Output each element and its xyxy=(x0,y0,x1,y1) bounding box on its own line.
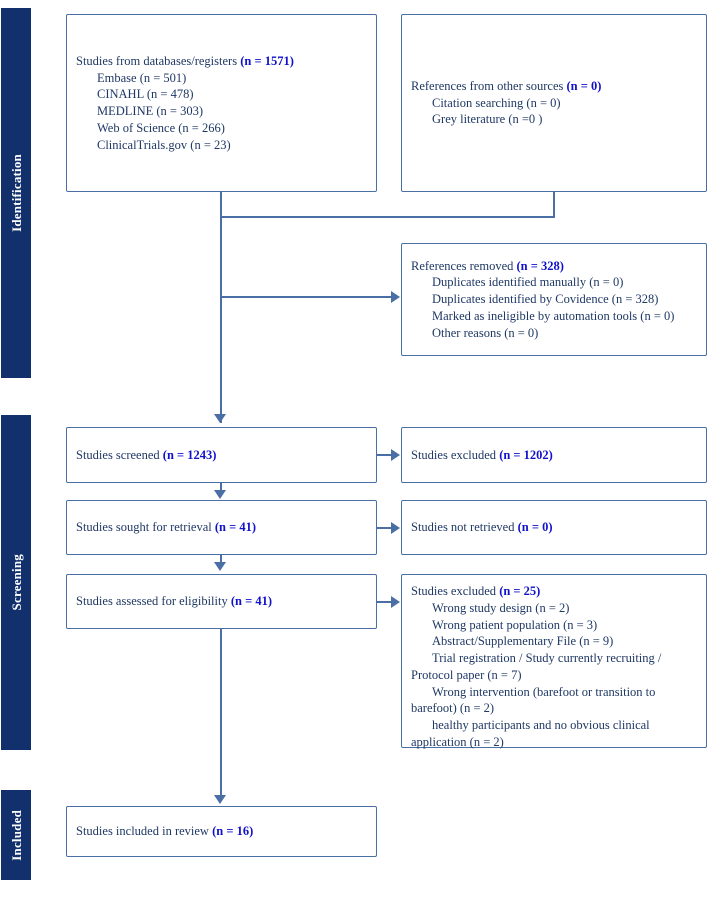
box-sought-heading: Studies sought for retrieval (n = 41) xyxy=(76,519,367,536)
box-screened-count: (n = 1243) xyxy=(162,447,217,462)
connector-other-sources-down xyxy=(553,192,555,218)
stage-label-included: Included xyxy=(8,809,24,861)
arrow-head-to-screened xyxy=(214,414,226,423)
box-excluded-eligibility-heading-text: Studies excluded xyxy=(411,584,500,598)
box-screened-heading: Studies screened (n = 1243) xyxy=(76,447,367,464)
box-excluded-eligibility-sub-4: Wrong intervention (barefoot or transiti… xyxy=(411,684,656,716)
box-databases-sub-1: CINAHL (n = 478) xyxy=(97,87,194,102)
box-databases-sub-0: Embase (n = 501) xyxy=(97,70,187,85)
box-not-retrieved-heading-text: Studies not retrieved xyxy=(411,520,518,535)
box-included-heading-text: Studies included in review xyxy=(76,824,213,839)
box-references-from-other-sources: References from other sources (n = 0) Ci… xyxy=(401,14,707,192)
box-other-sources-heading: References from other sources (n = 0) xyxy=(411,78,697,95)
connector-sought-to-not-retrieved xyxy=(377,527,392,529)
box-other-sources-sub-1: Grey literature (n =0 ) xyxy=(432,112,543,127)
box-removed-heading: References removed (n = 328) xyxy=(411,258,697,275)
stage-label-screening: Screening xyxy=(8,554,24,611)
arrow-head-sought-to-eligibility xyxy=(214,562,226,571)
box-not-retrieved-count: (n = 0) xyxy=(517,520,553,535)
box-studies-included-in-review: Studies included in review (n = 16) xyxy=(66,806,377,857)
box-references-removed: References removed (n = 328) Duplicates … xyxy=(401,243,707,356)
box-studies-screened: Studies screened (n = 1243) xyxy=(66,427,377,483)
box-included-count: (n = 16) xyxy=(212,824,254,839)
box-databases-sub-3: Web of Science (n = 266) xyxy=(97,120,225,135)
box-eligibility-count: (n = 41) xyxy=(230,594,273,609)
arrow-head-sought-to-not-retrieved xyxy=(391,522,400,534)
box-studies-not-retrieved: Studies not retrieved (n = 0) xyxy=(401,500,707,555)
box-sought-count: (n = 41) xyxy=(214,520,257,535)
box-not-retrieved-heading: Studies not retrieved (n = 0) xyxy=(411,519,697,536)
box-other-sources-sub-0: Citation searching (n = 0) xyxy=(432,95,561,110)
box-excluded-eligibility-sub-0: Wrong study design (n = 2) xyxy=(432,600,570,615)
box-databases-count: (n = 1571) xyxy=(240,53,294,68)
stage-label-identification: Identification xyxy=(8,154,24,232)
box-sought-heading-text: Studies sought for retrieval xyxy=(76,520,215,535)
connector-sought-to-eligibility xyxy=(220,555,222,564)
box-removed-sub-3: Other reasons (n = 0) xyxy=(432,325,539,340)
box-databases-heading: Studies from databases/registers (n = 15… xyxy=(76,53,367,70)
connector-eligibility-to-included xyxy=(220,629,222,797)
box-other-sources-heading-text: References from other sources xyxy=(411,78,567,93)
connector-databases-down xyxy=(220,192,222,218)
arrow-head-screened-to-excluded xyxy=(391,449,400,461)
arrow-head-eligibility-to-included xyxy=(214,795,226,804)
stage-bar-included: Included xyxy=(1,790,31,880)
box-excluded-eligibility-sub-2: Abstract/Supplementary File (n = 9) xyxy=(432,634,614,649)
box-excluded-eligibility-sub-5: healthy participants and no obvious clin… xyxy=(411,718,650,749)
connector-main-vertical-identification xyxy=(220,216,222,423)
box-excluded-screening-count: (n = 1202) xyxy=(499,447,553,462)
box-eligibility-heading: Studies assessed for eligibility (n = 41… xyxy=(76,593,367,610)
box-excluded-eligibility-count: (n = 25) xyxy=(499,584,541,598)
arrow-head-screened-to-sought xyxy=(214,490,226,499)
connector-to-removed-horizontal xyxy=(220,296,392,298)
box-other-sources-count: (n = 0) xyxy=(566,78,602,93)
box-studies-from-databases: Studies from databases/registers (n = 15… xyxy=(66,14,377,192)
arrow-head-to-removed xyxy=(391,291,400,303)
box-screened-heading-text: Studies screened xyxy=(76,447,163,462)
box-databases-sub-4: ClinicalTrials.gov (n = 23) xyxy=(97,137,231,152)
box-removed-sub-1: Duplicates identified by Covidence (n = … xyxy=(432,292,659,307)
box-studies-sought-for-retrieval: Studies sought for retrieval (n = 41) xyxy=(66,500,377,555)
arrow-head-eligibility-to-excluded xyxy=(391,596,400,608)
connector-screened-to-excluded xyxy=(377,454,392,456)
connector-join-horizontal xyxy=(220,216,555,218)
box-excluded-screening-heading-text: Studies excluded xyxy=(411,447,500,462)
box-removed-sub-2: Marked as ineligible by automation tools… xyxy=(432,308,675,323)
box-studies-excluded-eligibility: Studies excluded (n = 25) Wrong study de… xyxy=(401,574,707,749)
box-excluded-eligibility-sub-3: Trial registration / Study currently rec… xyxy=(411,651,662,682)
box-included-heading: Studies included in review (n = 16) xyxy=(76,823,367,840)
stage-bar-screening: Screening xyxy=(1,415,31,750)
stage-bar-identification: Identification xyxy=(1,8,31,378)
box-studies-assessed-for-eligibility: Studies assessed for eligibility (n = 41… xyxy=(66,574,377,629)
box-removed-sub-0: Duplicates identified manually (n = 0) xyxy=(432,275,624,290)
box-removed-count: (n = 328) xyxy=(516,258,564,273)
box-eligibility-heading-text: Studies assessed for eligibility xyxy=(76,594,231,609)
box-excluded-eligibility-heading: Studies excluded (n = 25) xyxy=(411,583,697,600)
box-excluded-screening-heading: Studies excluded (n = 1202) xyxy=(411,447,697,464)
connector-eligibility-to-excluded xyxy=(377,601,392,603)
box-excluded-eligibility-sub-1: Wrong patient population (n = 3) xyxy=(432,617,598,632)
box-studies-excluded-screening: Studies excluded (n = 1202) xyxy=(401,427,707,483)
box-databases-sub-2: MEDLINE (n = 303) xyxy=(97,104,203,118)
box-databases-heading-text: Studies from databases/registers xyxy=(76,53,241,68)
connector-screened-to-sought xyxy=(220,483,222,492)
box-removed-heading-text: References removed xyxy=(411,258,517,273)
